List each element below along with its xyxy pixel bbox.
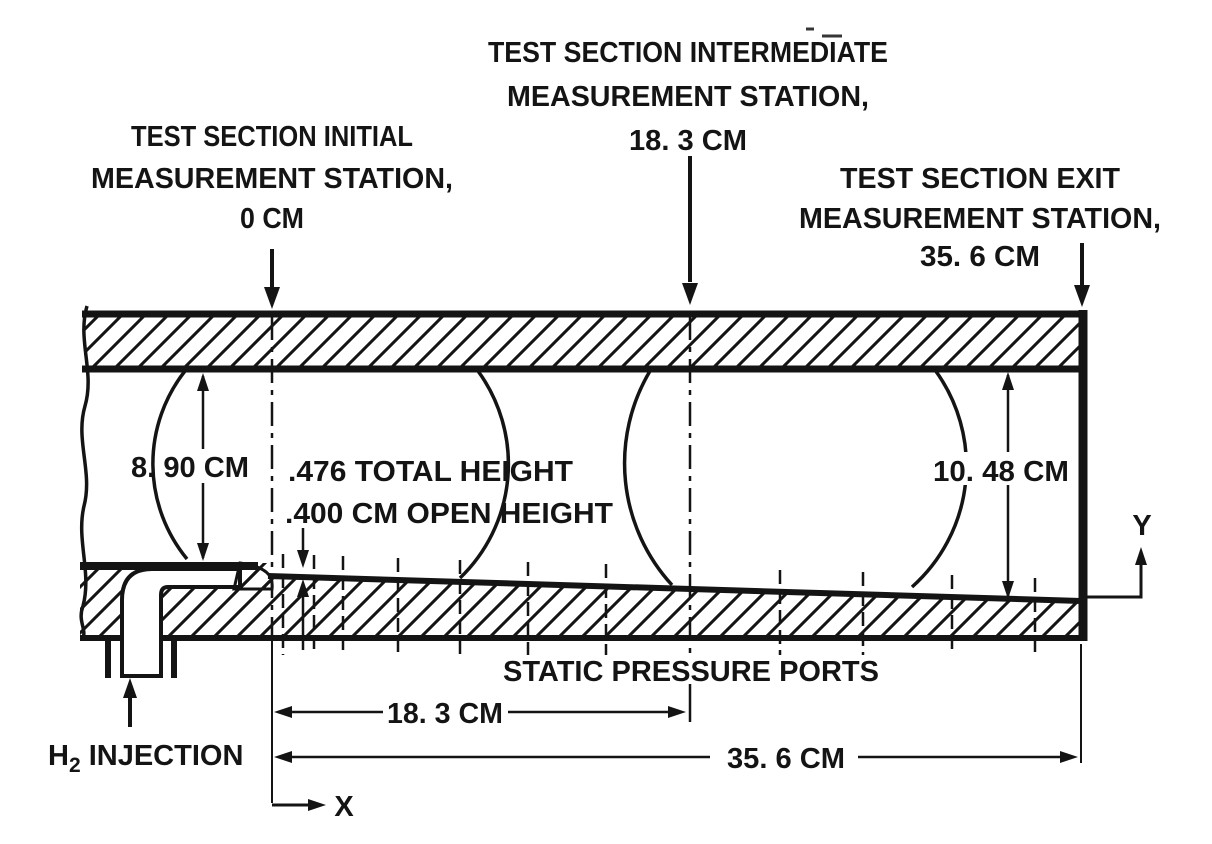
station-exit-value: 35. 6 CM [920,241,1040,273]
arrowhead-down-icon [297,550,309,568]
station-exit-line2: MEASUREMENT STATION, [799,203,1161,235]
slot-open-height-label: .400 CM OPEN HEIGHT [285,498,613,530]
left-break-line [79,305,90,641]
label-mask [930,452,1072,485]
length-exit-label: 35. 6 CM [727,743,845,775]
arrowhead-left-icon [274,706,292,718]
arrowhead-left-icon [274,751,292,763]
bottom-wall-hatch [272,577,1081,635]
window-arc-left-2 [622,370,674,587]
arrowhead-right-icon [668,706,686,718]
arrowhead-up-icon [1002,372,1014,390]
station-initial-value: 0 CM [240,203,304,235]
h2-subscript: 2 [69,754,81,777]
arrowhead-right-icon [308,799,326,811]
arrowhead-up-icon [197,373,209,391]
window-arc-right-1 [458,369,511,580]
station-intermediate-line1: TEST SECTION INTERMEDIATE [488,37,888,69]
h2-injection-label: H2 INJECTION [48,740,243,777]
static-pressure-port-ticks [281,554,1037,655]
y-axis-label: Y [1132,510,1151,542]
arrowhead-up-icon [123,678,137,698]
arrowhead-right-icon [1060,751,1078,763]
slot-total-height-label: .476 TOTAL HEIGHT [288,456,573,488]
length-intermediate-label: 18. 3 CM [387,698,503,730]
window-arc-left-1 [151,369,189,561]
bottom-wall-inner-edge [267,573,1082,604]
station-exit-line1: TEST SECTION EXIT [840,163,1120,195]
arrowhead-up-icon [297,579,309,597]
arrowhead-down-icon [1002,581,1014,599]
arrowhead-down-icon [682,283,698,305]
static-pressure-ports-label: STATIC PRESSURE PORTS [503,656,879,688]
h2-word: INJECTION [81,740,244,772]
arrowhead-down-icon [264,287,280,309]
station-initial-line2: MEASUREMENT STATION, [91,163,453,195]
top-wall-hatch [84,313,1084,369]
station-intermediate-line2: MEASUREMENT STATION, [507,81,869,113]
x-axis-label: X [334,791,354,823]
arrowhead-up-icon [1135,547,1147,565]
h2-symbol: H [48,740,69,772]
arrowhead-down-icon [197,543,209,561]
station-intermediate-value: 18. 3 CM [629,125,747,157]
station-initial-line1: TEST SECTION INITIAL [131,121,413,153]
label-mask [160,449,258,483]
initial-height-label: 8. 90 CM [131,452,249,484]
exit-height-label: 10. 48 CM [933,456,1069,488]
scan-artifact [806,27,842,38]
label-mask [712,741,858,772]
y-axis-line [1087,560,1143,599]
arrowhead-down-icon [1074,285,1090,307]
